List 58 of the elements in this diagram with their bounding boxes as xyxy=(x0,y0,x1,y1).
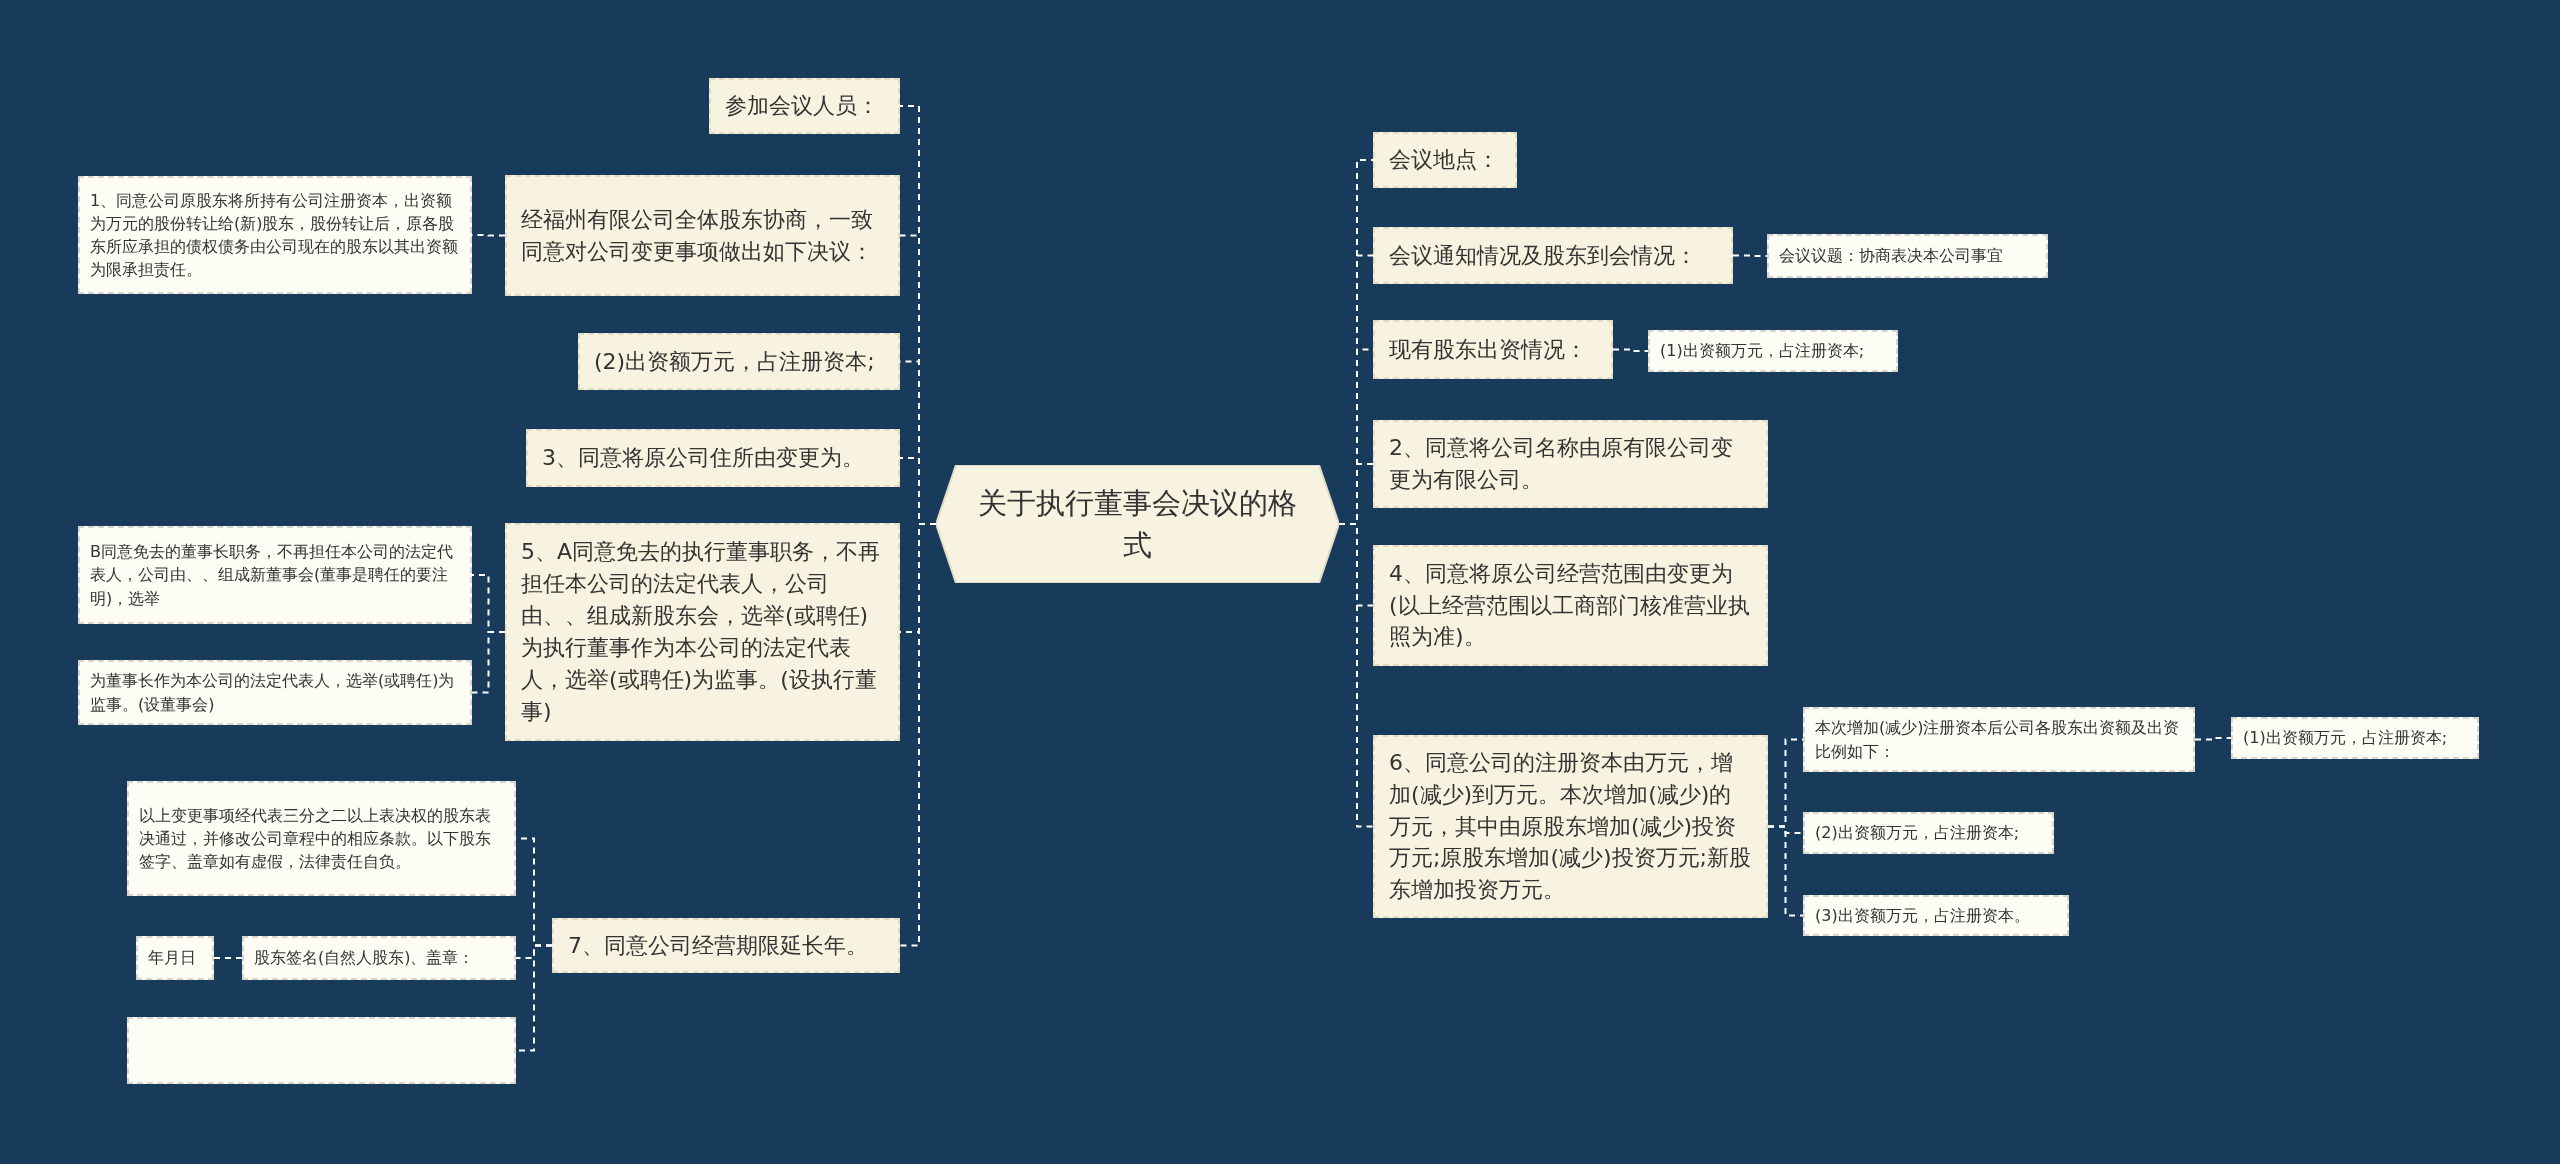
subtopic-box xyxy=(78,176,472,294)
topic-text: 参加会议人员： xyxy=(725,92,880,121)
topic-text: (3)出资额万元，占注册资本。 xyxy=(1815,904,2031,927)
topic-box xyxy=(709,78,900,134)
topic-text: 4、同意将原公司经营范围由变更为(以上经营范围以工商部门核准营业执照为准)。 xyxy=(1389,559,1751,652)
topic-text: 1、同意公司原股东将所持有公司注册资本，出资额为万元的股份转让给(新)股东，股份转让后，原各股东所应承担的债权债务由公司现在的股东以其出资额为限承担责任。 xyxy=(90,189,459,282)
topic-box xyxy=(505,523,900,741)
topic-box xyxy=(1373,227,1733,284)
empty-box xyxy=(127,1017,516,1084)
topic-text: 5、A同意免去的执行董事职务，不再担任本公司的法定代表人，公司由、、组成新股东会，选举(或聘任)为执行董事作为本公司的法定代表人，选举(或聘任)为监事。(设执行董事) xyxy=(521,538,882,726)
topic-text: (1)出资额万元，占注册资本; xyxy=(2243,727,2449,750)
topic-box xyxy=(1373,320,1613,379)
topic-box xyxy=(1373,132,1517,188)
topic-text: 为董事长作为本公司的法定代表人，选举(或聘任)为监事。(设董事会) xyxy=(90,670,456,716)
subtopic-box xyxy=(1767,234,2048,278)
subtopic-box xyxy=(78,660,472,725)
topic-text: 本次增加(减少)注册资本后公司各股东出资额及出资比例如下： xyxy=(1815,717,2181,763)
connector-line xyxy=(1612,348,1649,352)
subtopic-box xyxy=(242,936,516,980)
topic-box xyxy=(1373,420,1768,508)
topic-text: 7、同意公司经营期限延长年。 xyxy=(568,931,869,960)
subtopic-box xyxy=(78,526,472,624)
topic-box xyxy=(505,175,900,296)
topic-box xyxy=(578,333,900,390)
topic-text: 关于执行董事会决议的格式 xyxy=(977,484,1298,564)
connector-line xyxy=(213,957,243,959)
topic-box xyxy=(552,918,900,973)
subtopic-box xyxy=(127,781,516,896)
connector-line xyxy=(1338,523,1374,828)
topic-text: 会议通知情况及股东到会情况： xyxy=(1389,241,1698,270)
topic-text: (1)出资额万元，占注册资本; xyxy=(1660,340,1866,363)
topic-box xyxy=(1373,545,1768,666)
topic-text: B同意免去的董事长职务，不再担任本公司的法定代表人，公司由、、组成新董事会(董事是聘任的要注明)，选举 xyxy=(90,541,454,610)
connector-line xyxy=(2194,737,2232,741)
connector-line xyxy=(1767,825,1804,917)
subtopic-box xyxy=(1648,330,1898,372)
topic-text: 2、同意将公司名称由原有限公司变更为有限公司。 xyxy=(1389,434,1734,494)
subtopic-box xyxy=(136,936,214,980)
connector-line xyxy=(1732,254,1768,257)
topic-text: 年月日 xyxy=(148,947,197,970)
topic-text: 会议议题：协商表决本公司事宜 xyxy=(1779,245,2004,268)
subtopic-box xyxy=(1803,895,2069,936)
subtopic-box xyxy=(2231,717,2479,759)
topic-text: 6、同意公司的注册资本由万元，增加(减少)到万元。本次增加(减少)的万元，其中由原股东增加(减少)投资万元;原股东增加(减少)投资万元;新股东增加投资万元。 xyxy=(1389,748,1752,905)
topic-text: 3、同意将原公司住所由变更为。 xyxy=(542,444,865,473)
topic-text: 经福州有限公司全体股东协商，一致同意对公司变更事项做出如下决议： xyxy=(521,205,874,266)
topic-text: (2)出资额万元，占注册资本; xyxy=(1815,822,2021,845)
subtopic-box xyxy=(1803,812,2054,854)
topic-box xyxy=(526,429,900,487)
topic-box xyxy=(1373,735,1768,918)
topic-text: 现有股东出资情况： xyxy=(1389,335,1588,364)
subtopic-box xyxy=(1803,707,2195,772)
connector-line xyxy=(471,631,506,694)
topic-text: 以上变更事项经代表三分之二以上表决权的股东表决通过，并修改公司章程中的相应条款。以下股东签字、盖章如有虚假，法律责任自负。 xyxy=(139,804,492,874)
central-topic-hexagon xyxy=(936,465,1339,583)
topic-text: (2)出资额万元，占注册资本; xyxy=(594,347,876,376)
topic-text: 会议地点： xyxy=(1389,146,1500,175)
topic-text: 股东签名(自然人股东)、盖章： xyxy=(254,947,476,970)
